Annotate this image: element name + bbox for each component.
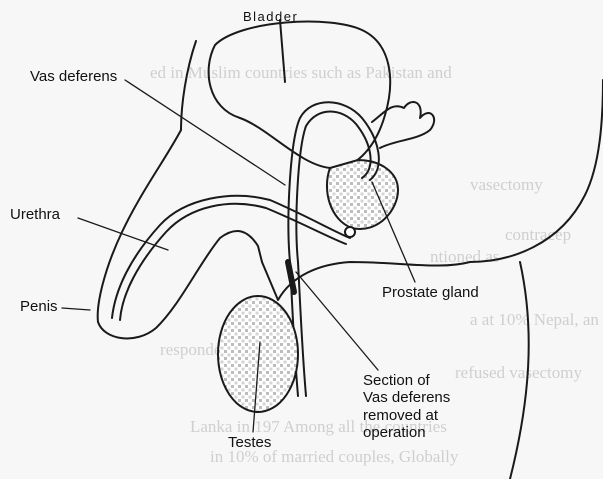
testes-label: Testes (228, 434, 271, 451)
section-label-line: Vas deferens (363, 389, 450, 406)
prostate-gland-label: Prostate gland (382, 284, 479, 301)
urethra-tube (112, 196, 350, 318)
background-text-line: refused vasectomy (455, 363, 582, 382)
vas-deferens-tube-inner (296, 112, 370, 397)
bladder (209, 22, 391, 169)
background-text-line: ed in Muslim countries such as Pakistan … (150, 63, 452, 82)
section-label-line: removed at (363, 407, 450, 424)
penis-label: Penis (20, 298, 58, 315)
section-pointer (296, 272, 378, 370)
urethra-pointer (78, 218, 168, 250)
testes (218, 296, 298, 412)
background-text-line: vasectomy (470, 175, 543, 194)
section-label-line: Section of (363, 372, 450, 389)
urethra-label: Urethra (10, 206, 60, 223)
abdomen-outline (181, 41, 196, 130)
removed-section (288, 262, 294, 292)
penis-pointer (62, 308, 90, 310)
section-removed-label: Section of Vas deferens removed at opera… (363, 372, 450, 441)
section-label-line: operation (363, 424, 450, 441)
vas-deferens-label: Vas deferens (30, 68, 117, 85)
background-text-line: a at 10% Nepal, an (470, 310, 599, 329)
vas-deferens-pointer (125, 80, 285, 185)
bladder-label: Bladder (243, 10, 298, 25)
urethra-tube-inner (120, 204, 346, 320)
